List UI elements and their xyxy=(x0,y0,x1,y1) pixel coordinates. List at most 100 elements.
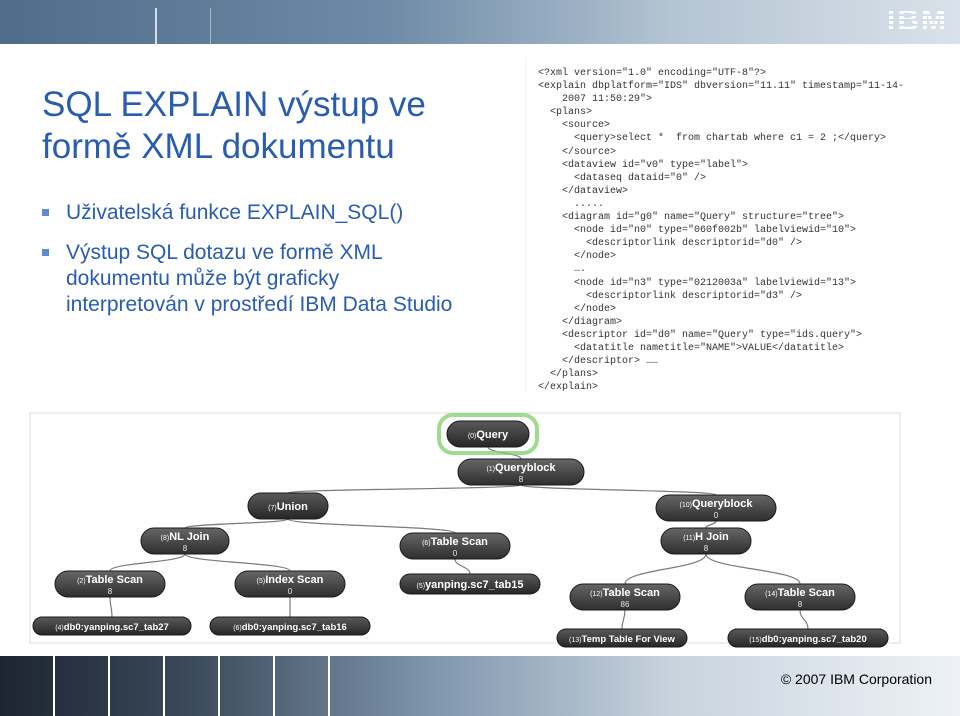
bullet-text: Výstup SQL dotazu ve formě XML dokumentu… xyxy=(66,241,453,316)
plan-node-label: (5)Index Scan xyxy=(257,574,324,586)
plan-node-text: db0:yanping.sc7_tab20 xyxy=(762,634,867,645)
plan-node-shape xyxy=(446,420,530,448)
strip-cell xyxy=(220,656,275,716)
diagram-edge xyxy=(109,553,186,572)
plan-node-shape xyxy=(744,583,856,611)
plan-node-count: 0 xyxy=(714,511,719,520)
plan-node-shape xyxy=(399,573,541,595)
plan-node-label: (11)H Join xyxy=(683,531,729,543)
plan-node-label: (2)Table Scan xyxy=(77,574,143,586)
plan-node-label: (5)yanping.sc7_tab15 xyxy=(417,579,524,591)
xml-line: <node id="n3" type="0212003a" labelviewi… xyxy=(574,277,857,289)
plan-node-shape xyxy=(457,458,585,486)
plan-node-db0tab20[interactable]: (15)db0:yanping.sc7_tab20 xyxy=(727,628,889,648)
plan-node-text: NL Join xyxy=(169,531,209,543)
xml-line: </diagram> xyxy=(562,316,623,328)
strip-cell xyxy=(165,656,220,716)
ibm-logo: IBM xyxy=(887,4,948,37)
xml-line: </descriptor> …… xyxy=(562,356,659,368)
plan-node-number: (5) xyxy=(257,578,266,585)
plan-node-db0tab27[interactable]: (4)db0:yanping.sc7_tab27 xyxy=(32,616,192,636)
diagram-edge xyxy=(520,484,717,496)
plan-node-db0tab16[interactable]: (6)db0:yanping.sc7_tab16 xyxy=(209,616,371,636)
plan-node-number: (8) xyxy=(161,535,170,542)
plan-node-count: 8 xyxy=(798,600,803,609)
strip-cell xyxy=(110,656,165,716)
bullet-list: Uživatelská funkce EXPLAIN_SQL() Výstup … xyxy=(42,200,462,332)
plan-node-label: (4)db0:yanping.sc7_tab27 xyxy=(55,622,169,633)
strip-cell xyxy=(55,656,110,716)
plan-node-number: (14) xyxy=(765,591,777,598)
plan-node-number: (10) xyxy=(680,502,692,509)
plan-node-query[interactable]: (0)Query xyxy=(437,413,539,455)
selected-node-highlight xyxy=(437,413,539,455)
plan-node-number: (1) xyxy=(486,466,495,473)
xml-code-listing: <?xml version="1.0" encoding="UTF-8"?> <… xyxy=(538,67,904,394)
plan-node-tempforview[interactable]: (13)Temp Table For View xyxy=(556,628,688,648)
plan-node-shape xyxy=(655,494,777,522)
diagram-edge xyxy=(287,518,456,534)
plan-node-shape xyxy=(32,616,192,636)
xml-line: </node> xyxy=(574,303,617,315)
plan-node-count: 0 xyxy=(453,549,458,558)
banner-divider xyxy=(155,8,157,44)
xml-line: <plans> xyxy=(550,107,593,119)
diagram-edge xyxy=(184,518,289,529)
plan-node-text: Table Scan xyxy=(778,587,836,599)
xml-line: <datatitle nametitle="NAME">VALUE</datat… xyxy=(574,342,845,354)
plan-node-shape xyxy=(54,570,166,598)
plan-node-label: (8)NL Join xyxy=(161,531,210,543)
plan-node-label: (15)db0:yanping.sc7_tab20 xyxy=(749,634,867,645)
plan-node-yanping5[interactable]: (5)yanping.sc7_tab15 xyxy=(399,573,541,595)
plan-node-label: (14)Table Scan xyxy=(765,587,835,599)
strip-cell xyxy=(0,656,55,716)
plan-node-shape xyxy=(727,628,889,648)
xml-line: …. xyxy=(574,264,587,276)
plan-node-text: Queryblock xyxy=(495,462,556,474)
plan-node-label: (12)Table Scan xyxy=(590,587,660,599)
plan-node-number: (2) xyxy=(77,578,86,585)
plan-node-label: (0)Query xyxy=(468,429,509,441)
bullet-text: Uživatelská funkce EXPLAIN_SQL() xyxy=(66,201,404,224)
bottom-banner xyxy=(0,656,960,716)
diagram-canvas: (0)Query(1)Queryblock8(7)Union(10)Queryb… xyxy=(29,412,901,648)
plan-node-shape xyxy=(247,492,329,520)
xml-line: </explain> xyxy=(538,382,599,394)
plan-node-label: (6)db0:yanping.sc7_tab16 xyxy=(233,622,347,633)
plan-node-shape xyxy=(399,532,511,560)
xml-line: 2007 11:50:29"> xyxy=(562,94,653,106)
diagram-edge xyxy=(454,558,471,575)
plan-node-number: (12) xyxy=(590,591,602,598)
plan-node-union[interactable]: (7)Union xyxy=(247,492,329,520)
diagram-edge xyxy=(624,553,707,585)
diagram-edge xyxy=(799,609,809,630)
copyright: © 2007 IBM Corporation xyxy=(780,671,932,687)
diagram-edge xyxy=(287,484,522,494)
plan-node-shape xyxy=(569,583,681,611)
plan-node-number: (13) xyxy=(569,637,581,644)
diagram-edge xyxy=(109,596,113,618)
plan-node-text: Queryblock xyxy=(692,498,753,510)
strip-cell xyxy=(275,656,330,716)
plan-node-number: (11) xyxy=(683,535,695,542)
diagram-edge xyxy=(184,553,291,572)
plan-node-text: yanping.sc7_tab15 xyxy=(425,579,523,591)
plan-node-count: 8 xyxy=(108,587,113,596)
plan-node-number: (15) xyxy=(749,637,761,644)
diagram-edges xyxy=(109,446,809,630)
plan-node-text: H Join xyxy=(695,531,729,543)
xml-line: <?xml version="1.0" encoding="UTF-8"?> xyxy=(538,68,767,79)
plan-node-shape xyxy=(660,527,752,555)
plan-node-shape xyxy=(209,616,371,636)
plan-node-count: 8 xyxy=(704,544,709,553)
